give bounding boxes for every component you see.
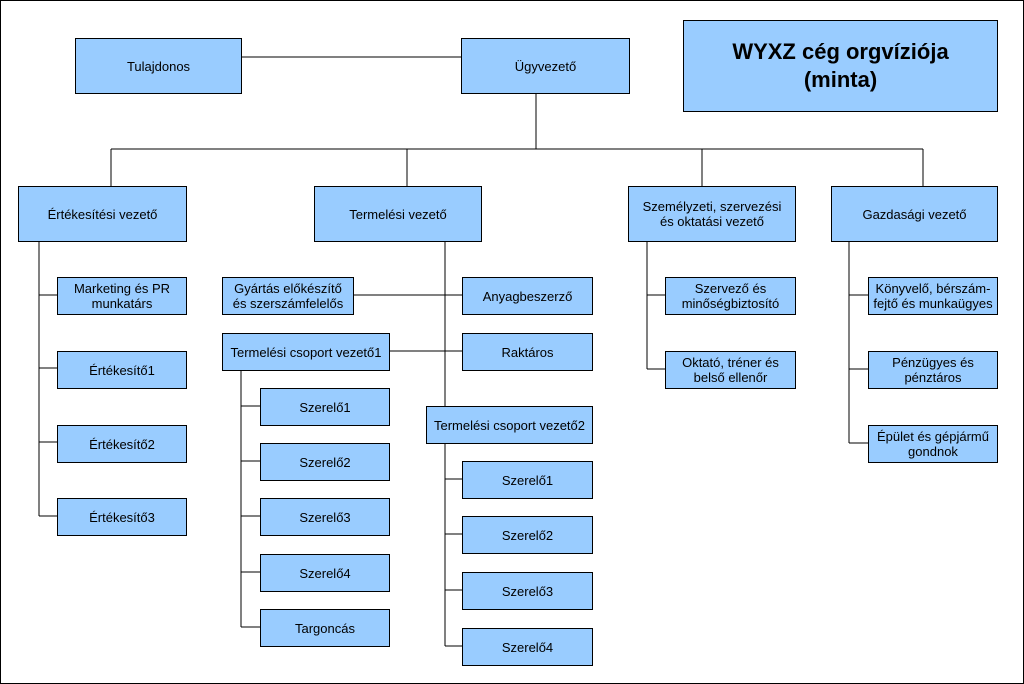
node-g1-szerelo1: Szerelő1: [260, 388, 390, 426]
node-konyvelo: Könyvelő, bérszám- fejtő és munkaügyes: [868, 277, 998, 315]
node-g2-szerelo2: Szerelő2: [462, 516, 593, 554]
node-oktato: Oktató, tréner és belső ellenőr: [665, 351, 796, 389]
node-penzugyes: Pénzügyes és pénztáros: [868, 351, 998, 389]
node-g1-szerelo3: Szerelő3: [260, 498, 390, 536]
node-ertekesito2: Értékesítő2: [57, 425, 187, 463]
node-ertekesitesi-vezeto: Értékesítési vezető: [18, 186, 187, 242]
node-tulajdonos: Tulajdonos: [75, 38, 242, 94]
node-g2-szerelo4: Szerelő4: [462, 628, 593, 666]
node-ertekesito1: Értékesítő1: [57, 351, 187, 389]
node-ugyvezeto: Ügyvezető: [461, 38, 630, 94]
node-targoncas: Targoncás: [260, 609, 390, 647]
node-g2-szerelo1: Szerelő1: [462, 461, 593, 499]
node-gyartas-elokeszito: Gyártás előkészítő és szerszámfelelős: [222, 277, 354, 315]
chart-title: WYXZ cég orgvíziója (minta): [683, 20, 998, 112]
node-termelesi-vezeto: Termelési vezető: [314, 186, 482, 242]
node-marketing: Marketing és PR munkatárs: [57, 277, 187, 315]
node-csoport-vezeto2: Termelési csoport vezető2: [426, 406, 593, 444]
node-epulet: Épület és gépjármű gondnok: [868, 425, 998, 463]
node-raktaros: Raktáros: [462, 333, 593, 371]
node-csoport-vezeto1: Termelési csoport vezető1: [222, 333, 390, 371]
node-g2-szerelo3: Szerelő3: [462, 572, 593, 610]
node-g1-szerelo4: Szerelő4: [260, 554, 390, 592]
node-szervezo: Szervező és minőségbiztosító: [665, 277, 796, 315]
node-anyagbeszerzo: Anyagbeszerző: [462, 277, 593, 315]
node-szemelyzeti-vezeto: Személyzeti, szervezési és oktatási veze…: [628, 186, 796, 242]
node-gazdasagi-vezeto: Gazdasági vezető: [831, 186, 998, 242]
node-g1-szerelo2: Szerelő2: [260, 443, 390, 481]
node-ertekesito3: Értékesítő3: [57, 498, 187, 536]
